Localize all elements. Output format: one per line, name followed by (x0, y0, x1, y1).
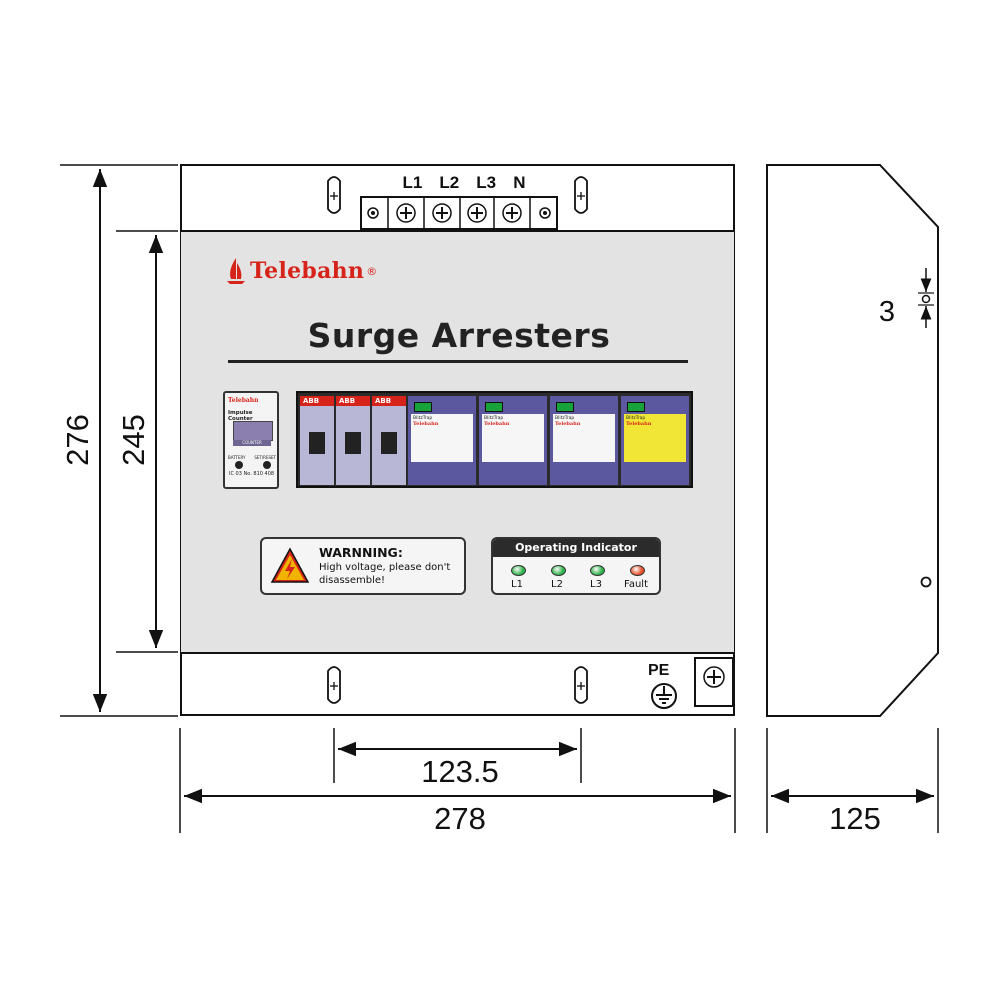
terminal-label: L2 (439, 173, 460, 192)
side-view-outline (766, 164, 939, 717)
module-rail: ABB ABB ABB BlitzTrap Telebahn BlitzTrap… (296, 391, 693, 488)
spd-brand: Telebahn (626, 421, 652, 427)
dim-panel-height-label: 245 (116, 414, 151, 466)
led-indicator-l2 (551, 565, 566, 576)
counter-sub-label: COUNTER (233, 440, 271, 446)
terminal-labels: L1 L2 L3 N (394, 173, 534, 195)
spd-name: BlitzTrap (413, 416, 433, 421)
status-window (556, 402, 574, 412)
spd-label: BlitzTrap Telebahn (553, 414, 615, 462)
warning-title: WARNNING: (319, 545, 403, 560)
led-label: L1 (511, 579, 523, 590)
dim-width-label: 278 (434, 801, 486, 836)
counter-label: Impulse Counter (228, 410, 253, 422)
breaker-module: ABB (372, 396, 406, 485)
spd-module: BlitzTrap Telebahn (408, 396, 476, 485)
indicator-title: Operating Indicator (493, 539, 659, 557)
counter-button-labels: BATTERY SET/RESET (228, 455, 276, 460)
counter-brand: Telebahn (228, 397, 259, 404)
counter-footer: IC 03 No. 810 408 (229, 471, 275, 477)
spd-module: BlitzTrap Telebahn (621, 396, 689, 485)
status-window (414, 402, 432, 412)
led-label: L2 (551, 579, 563, 590)
spd-label: BlitzTrap Telebahn (482, 414, 544, 462)
breaker-label: ABB (372, 396, 406, 406)
title-underline (228, 360, 688, 363)
dim-hole-spacing-label: 123.5 (421, 754, 499, 789)
dim-gap-label: 3 (878, 296, 896, 328)
spd-module: BlitzTrap Telebahn (479, 396, 547, 485)
spd-brand: Telebahn (413, 421, 439, 427)
ground-symbol-icon (651, 683, 677, 709)
spd-brand: Telebahn (484, 421, 510, 427)
counter-buttons-icon (235, 461, 271, 469)
led-indicator-fault (630, 565, 645, 576)
breaker-switch (381, 432, 397, 454)
led-label: L3 (590, 579, 602, 590)
sail-logo-icon (227, 258, 245, 284)
spd-brand: Telebahn (555, 421, 581, 427)
pe-screw-icon (703, 666, 725, 688)
breaker-module: ABB (336, 396, 370, 485)
led-label: Fault (624, 579, 648, 590)
brand-name: Telebahn (250, 258, 365, 284)
operating-indicator: Operating Indicator L1 L2 L3 Fault (491, 537, 661, 595)
impulse-counter: Telebahn Impulse Counter COUNTER BATTERY… (223, 391, 279, 489)
dim-depth-label: 125 (829, 801, 881, 836)
terminal-label: L1 (402, 173, 423, 192)
battery-label: BATTERY (228, 455, 246, 460)
spd-name: BlitzTrap (626, 416, 646, 421)
status-window (627, 402, 645, 412)
spd-module: BlitzTrap Telebahn (550, 396, 618, 485)
terminal-label: L3 (476, 173, 497, 192)
panel-title: Surge Arresters (307, 316, 611, 355)
terminal-block (360, 196, 558, 230)
brand-logo: Telebahn® (226, 254, 466, 288)
breaker-label: ABB (336, 396, 370, 406)
terminal-label: N (513, 173, 526, 192)
breaker-switch (309, 432, 325, 454)
counter-display (233, 421, 273, 441)
led-indicator-l3 (590, 565, 605, 576)
spd-label: BlitzTrap Telebahn (624, 414, 686, 462)
warning-plate: WARNNING: High voltage, please don't dis… (260, 537, 466, 595)
breaker-module: ABB (300, 396, 334, 485)
led-indicator-l1 (511, 565, 526, 576)
breaker-switch (345, 432, 361, 454)
status-window (485, 402, 503, 412)
side-hole-icon (920, 576, 932, 588)
reset-label: SET/RESET (254, 455, 276, 460)
registered-mark: ® (366, 264, 378, 278)
spd-name: BlitzTrap (555, 416, 575, 421)
spd-label: BlitzTrap Telebahn (411, 414, 473, 462)
pe-label: PE (648, 662, 670, 679)
breaker-label: ABB (300, 396, 334, 406)
terminal-screws (367, 196, 551, 230)
high-voltage-warning-icon (270, 547, 310, 583)
warning-text: High voltage, please don't disassemble! (319, 562, 451, 586)
spd-name: BlitzTrap (484, 416, 504, 421)
dim-outer-height-label: 276 (60, 414, 95, 466)
